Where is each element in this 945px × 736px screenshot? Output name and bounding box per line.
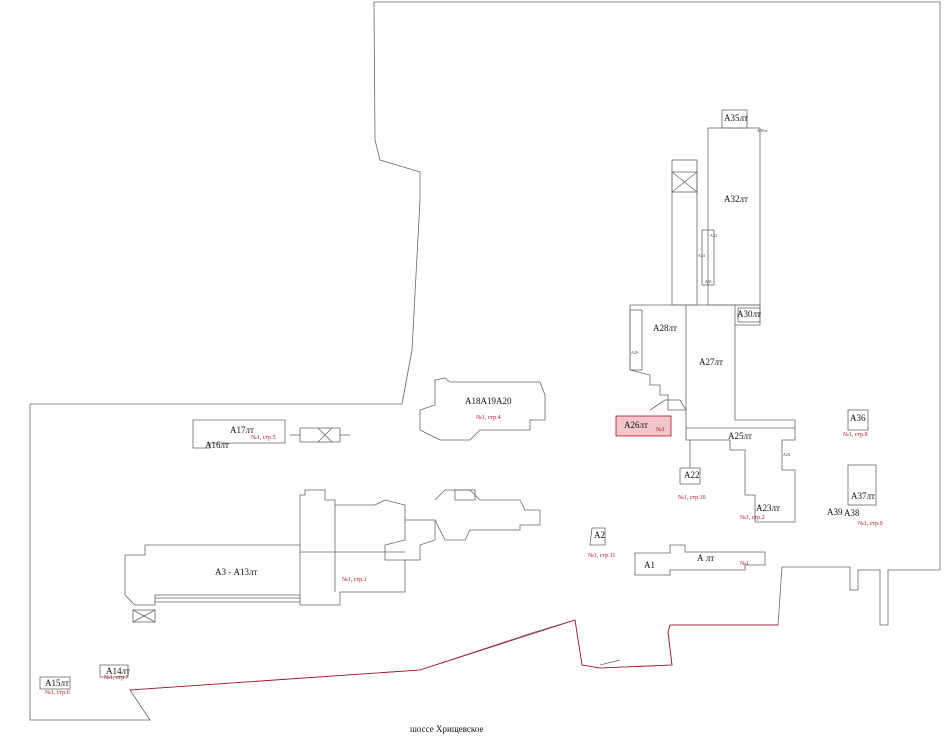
- building-a18-a20: [419, 377, 546, 441]
- label-a34: А34: [698, 253, 705, 258]
- note-p2: №1, стр.2: [740, 515, 765, 521]
- label-a23: А23лт: [756, 503, 780, 513]
- street-label: шоссе Хрищевское: [410, 724, 484, 734]
- note-p9: №1, стр.9: [858, 521, 883, 527]
- note-n1-a26: №1: [656, 427, 665, 433]
- label-a18-a20: А18А19А20: [465, 396, 512, 406]
- label-a37: А37лт: [851, 491, 875, 501]
- building-a32: [707, 127, 761, 306]
- building-a27: [629, 304, 796, 523]
- label-a1: А1: [644, 560, 655, 570]
- building-a17: [192, 419, 286, 449]
- label-a22: А22: [684, 470, 700, 480]
- note-n1-main: №1: [740, 561, 749, 567]
- label-a24: А24: [783, 452, 790, 457]
- building-a3-a13: [124, 489, 406, 606]
- label-a17: А17лт: [230, 425, 254, 435]
- label-a38: А38: [844, 508, 860, 518]
- building-a26: [615, 415, 672, 437]
- building-a1: [634, 544, 766, 576]
- label-a29: А29: [631, 350, 638, 355]
- label-a3-a13: А3 - А13лт: [215, 567, 258, 577]
- label-a14: А14лт: [106, 666, 130, 676]
- label-a26: А26лт: [624, 420, 648, 430]
- building-a37: [847, 464, 877, 506]
- label-a36: А36: [850, 413, 866, 423]
- label-a31: А31: [705, 279, 712, 284]
- building-a36: [847, 409, 869, 431]
- label-a35b: А35лт: [757, 128, 768, 133]
- label-a39: А39: [827, 507, 843, 517]
- building-a14: [99, 664, 129, 678]
- note-p11: №1, стр.11: [588, 553, 616, 559]
- label-a15: А15лт: [45, 678, 69, 688]
- site-boundary: [29, 1, 941, 721]
- label-a35: А35лт: [724, 113, 748, 123]
- note-p5: №1, стр.5: [251, 435, 276, 441]
- label-a-main: А лт: [697, 553, 715, 563]
- label-a27: А27лт: [699, 357, 723, 367]
- building-a15: [39, 676, 71, 690]
- building-a2: [589, 527, 606, 546]
- label-a25: А25лт: [728, 431, 752, 441]
- note-p1: №1, стр.1: [342, 577, 367, 583]
- note-p6: №1, стр.6: [45, 690, 70, 696]
- label-a28: А28лт: [653, 323, 677, 333]
- note-p7: №1, стр.7: [104, 675, 129, 681]
- note-p8: №1, стр.8: [843, 432, 868, 438]
- south-boundary: [129, 619, 778, 691]
- note-p4: №1, стр.4: [476, 415, 501, 421]
- label-a32: А32лт: [724, 194, 748, 204]
- label-a16: А16лт: [205, 440, 229, 450]
- label-a2: А2: [594, 530, 605, 540]
- label-a33: А33: [710, 233, 717, 238]
- label-a30: А30лт: [737, 309, 761, 319]
- note-p10: №1, стр.10: [678, 495, 706, 501]
